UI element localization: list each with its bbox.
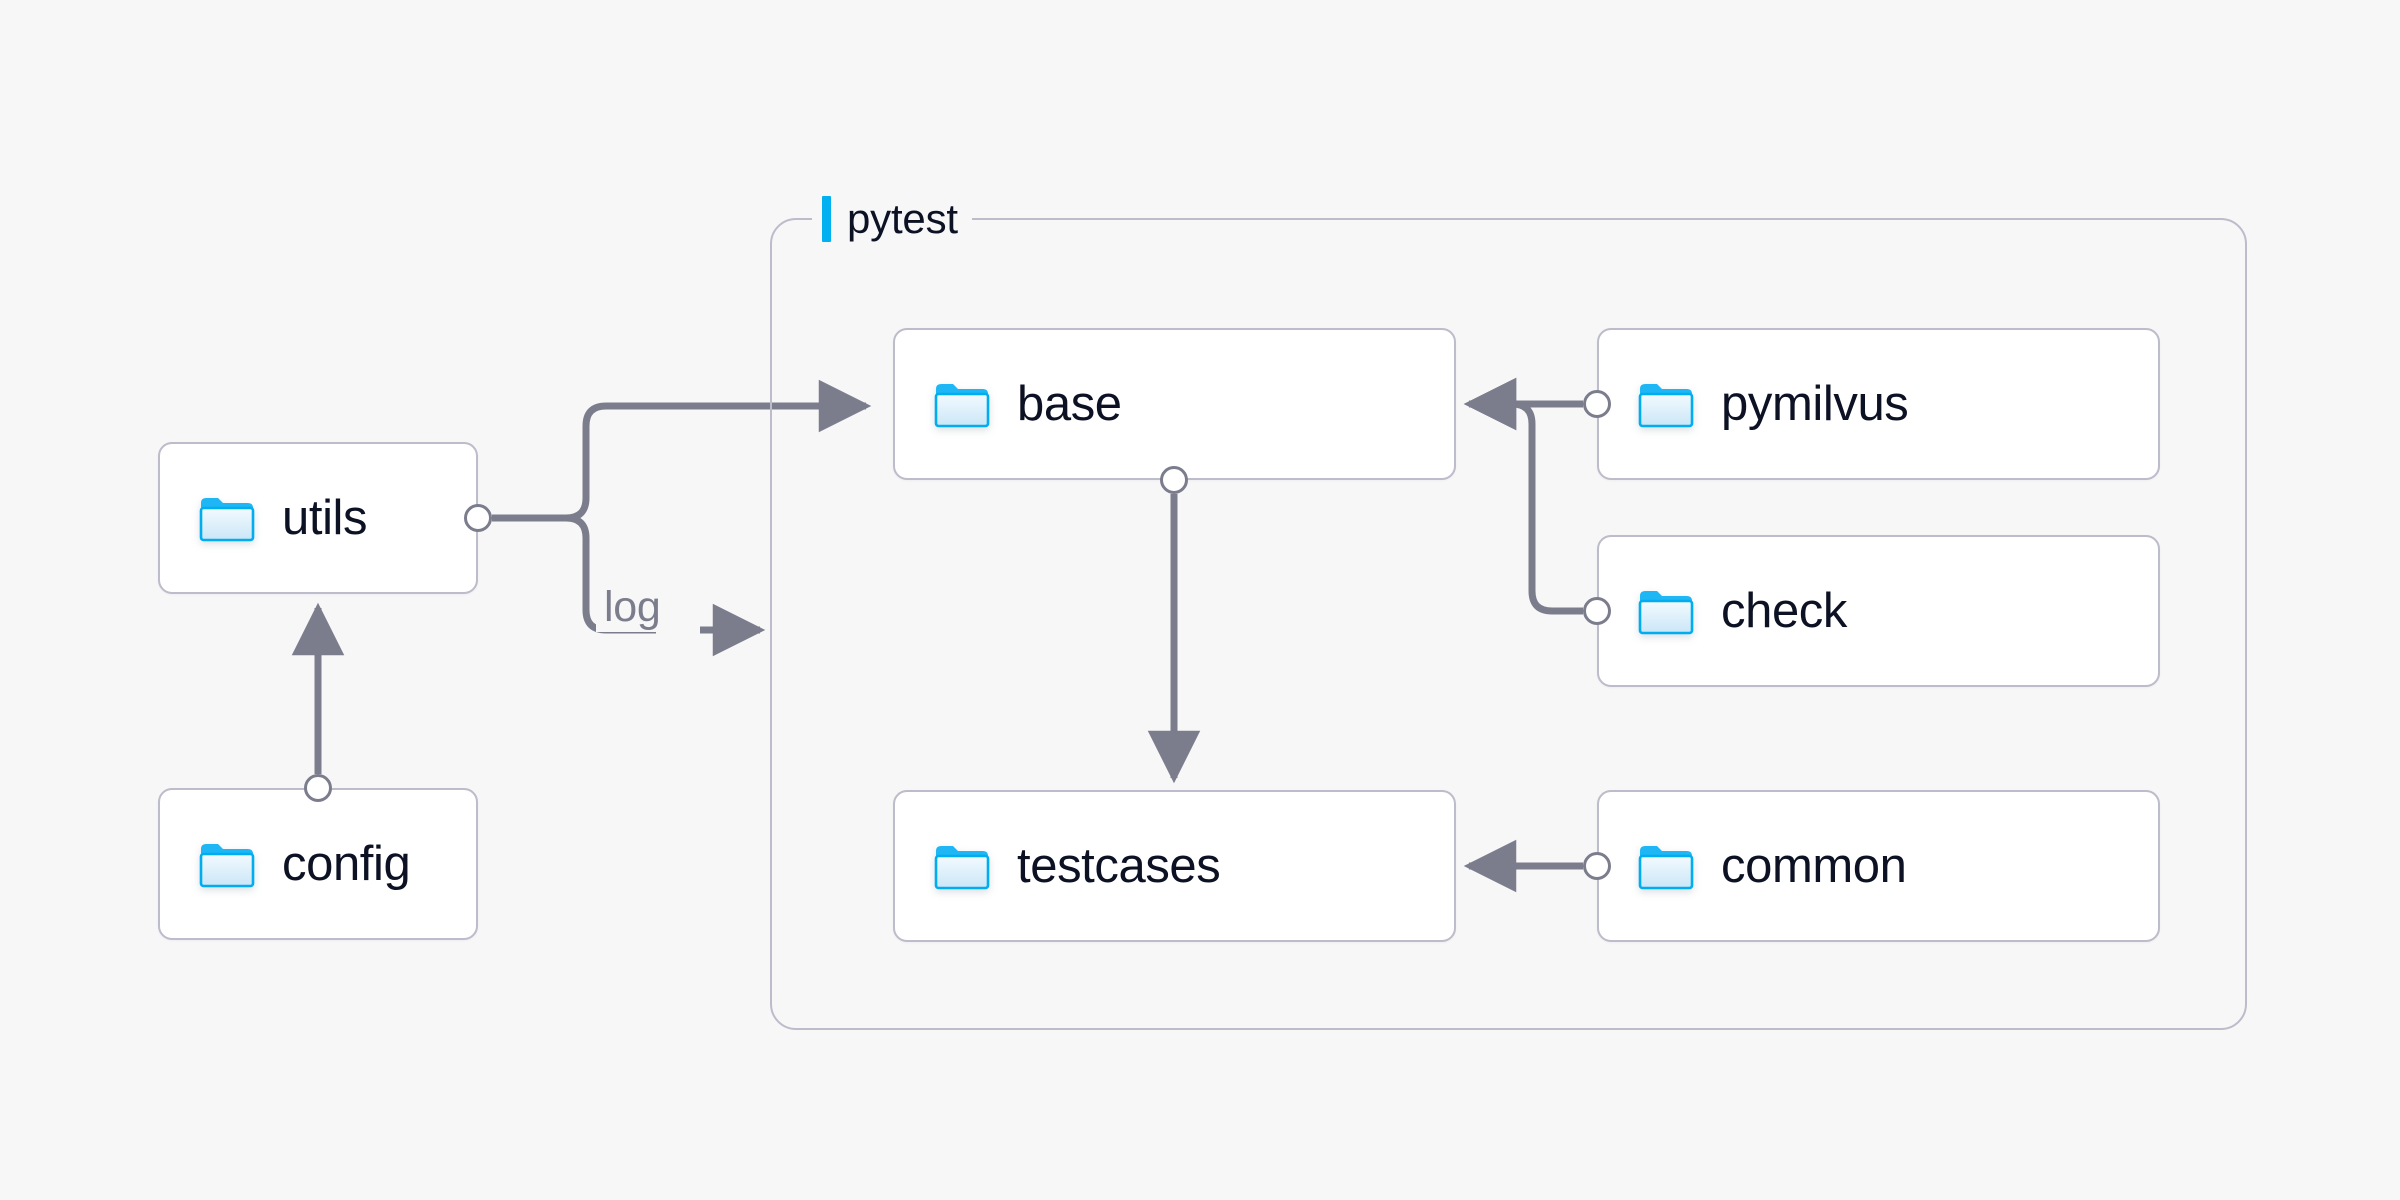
folder-icon: [1638, 384, 1694, 428]
folder-icon: [934, 846, 990, 890]
port-pymilvus-left[interactable]: [1583, 390, 1611, 418]
edge-label-log: log: [596, 583, 669, 632]
port-check-left[interactable]: [1583, 597, 1611, 625]
node-testcases[interactable]: testcases: [893, 790, 1456, 942]
node-base-label: base: [1017, 376, 1122, 431]
node-testcases-label: testcases: [1017, 838, 1221, 893]
node-pymilvus[interactable]: pymilvus: [1597, 328, 2160, 480]
node-config-content: config: [160, 836, 411, 891]
node-testcases-content: testcases: [895, 838, 1221, 893]
folder-icon: [1638, 846, 1694, 890]
node-utils-content: utils: [160, 490, 368, 545]
port-config-top[interactable]: [304, 774, 332, 802]
pytest-group-label: pytest: [847, 195, 958, 242]
pytest-group-container[interactable]: [770, 218, 2247, 1030]
node-check-content: check: [1599, 586, 1847, 636]
node-common[interactable]: common: [1597, 790, 2160, 942]
node-config-label: config: [282, 836, 411, 891]
node-pymilvus-content: pymilvus: [1599, 376, 1909, 431]
folder-icon: [199, 498, 255, 542]
port-common-left[interactable]: [1583, 852, 1611, 880]
node-pymilvus-label: pymilvus: [1721, 376, 1909, 431]
pytest-group-label-wrap[interactable]: pytest: [812, 192, 972, 246]
node-common-label: common: [1721, 838, 1907, 893]
port-utils-right[interactable]: [464, 504, 492, 532]
node-config[interactable]: config: [158, 788, 478, 940]
node-utils-label: utils: [282, 490, 368, 545]
node-check-label: check: [1721, 583, 1848, 638]
node-base[interactable]: base: [893, 328, 1456, 480]
node-common-content: common: [1599, 841, 1907, 891]
folder-icon: [934, 384, 990, 428]
port-base-bottom[interactable]: [1160, 466, 1188, 494]
folder-icon: [1638, 591, 1694, 635]
node-utils[interactable]: utils: [158, 442, 478, 594]
folder-icon: [199, 844, 255, 888]
accent-bar-icon: [822, 196, 831, 242]
node-base-content: base: [895, 379, 1122, 429]
node-check[interactable]: check: [1597, 535, 2160, 687]
